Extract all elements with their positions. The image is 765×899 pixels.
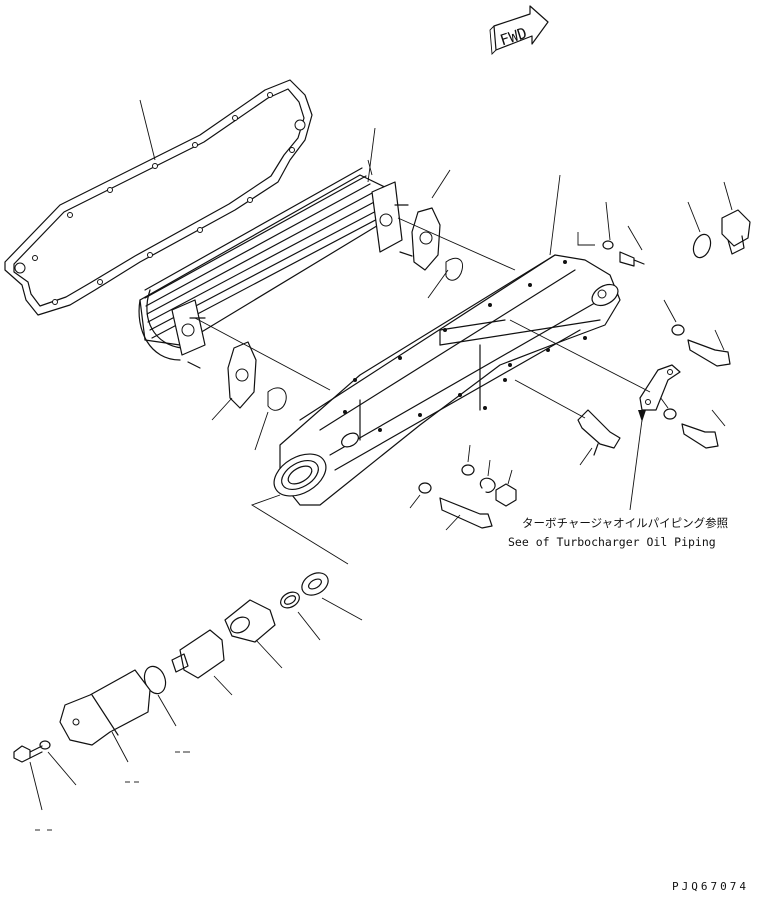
valve-cover [59,669,151,763]
port-gasket-lower [211,341,287,451]
valve-plunger [171,629,233,696]
sensor [514,379,621,466]
drawing-code: PJQ67074 [672,880,749,893]
cooler-gasket [4,79,313,316]
oil-cooler-housing [273,174,621,506]
nut [495,469,517,507]
cover-bolt [13,745,43,811]
right-bolt-upper [663,299,731,367]
plug-o-ring [687,201,712,259]
tick-marks [35,751,190,831]
lower-bolt [409,482,493,531]
pipe-bracket [509,319,681,511]
valve-ring [280,591,321,641]
upper-bolt [602,201,645,267]
callout-note-en: See of Turbocharger Oil Piping [508,535,716,549]
oil-cooler-element [138,127,413,369]
valve-sleeve [224,599,283,669]
callout-note-jp: ターボチャージャオイルパイピング参照 [522,516,728,530]
washer-lock [461,444,475,476]
fwd-arrow-icon: FWD [489,5,549,56]
plug [721,181,751,255]
spring-washer [479,459,496,493]
cover-washer [39,740,77,786]
valve-gasket [301,572,363,621]
right-bolt-lower [654,389,726,449]
port-gasket-upper [411,169,464,299]
